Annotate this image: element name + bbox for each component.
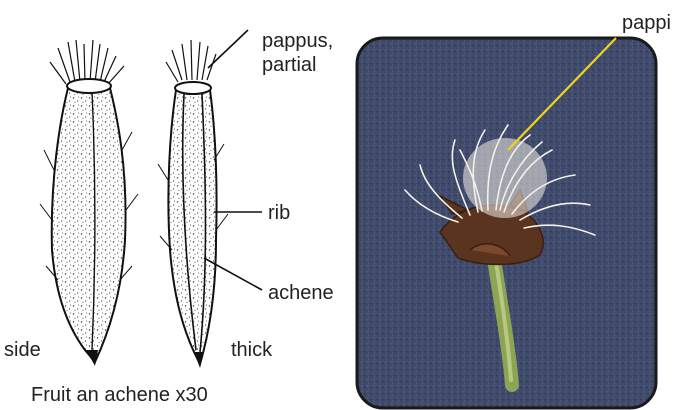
pappus-pointer [208, 30, 248, 68]
pappi-label: pappi [622, 12, 671, 34]
photo-panel [357, 38, 656, 408]
side-label: side [4, 339, 41, 361]
achene-thick-view [158, 40, 228, 368]
achene-label: achene [268, 282, 334, 304]
partial-label: partial [262, 54, 316, 76]
thick-label: thick [231, 339, 272, 361]
rib-label: rib [268, 202, 290, 224]
achene-side-view [40, 40, 138, 366]
pappus-label: pappus, [262, 30, 333, 52]
caption: Fruit an achene x30 [31, 384, 208, 406]
